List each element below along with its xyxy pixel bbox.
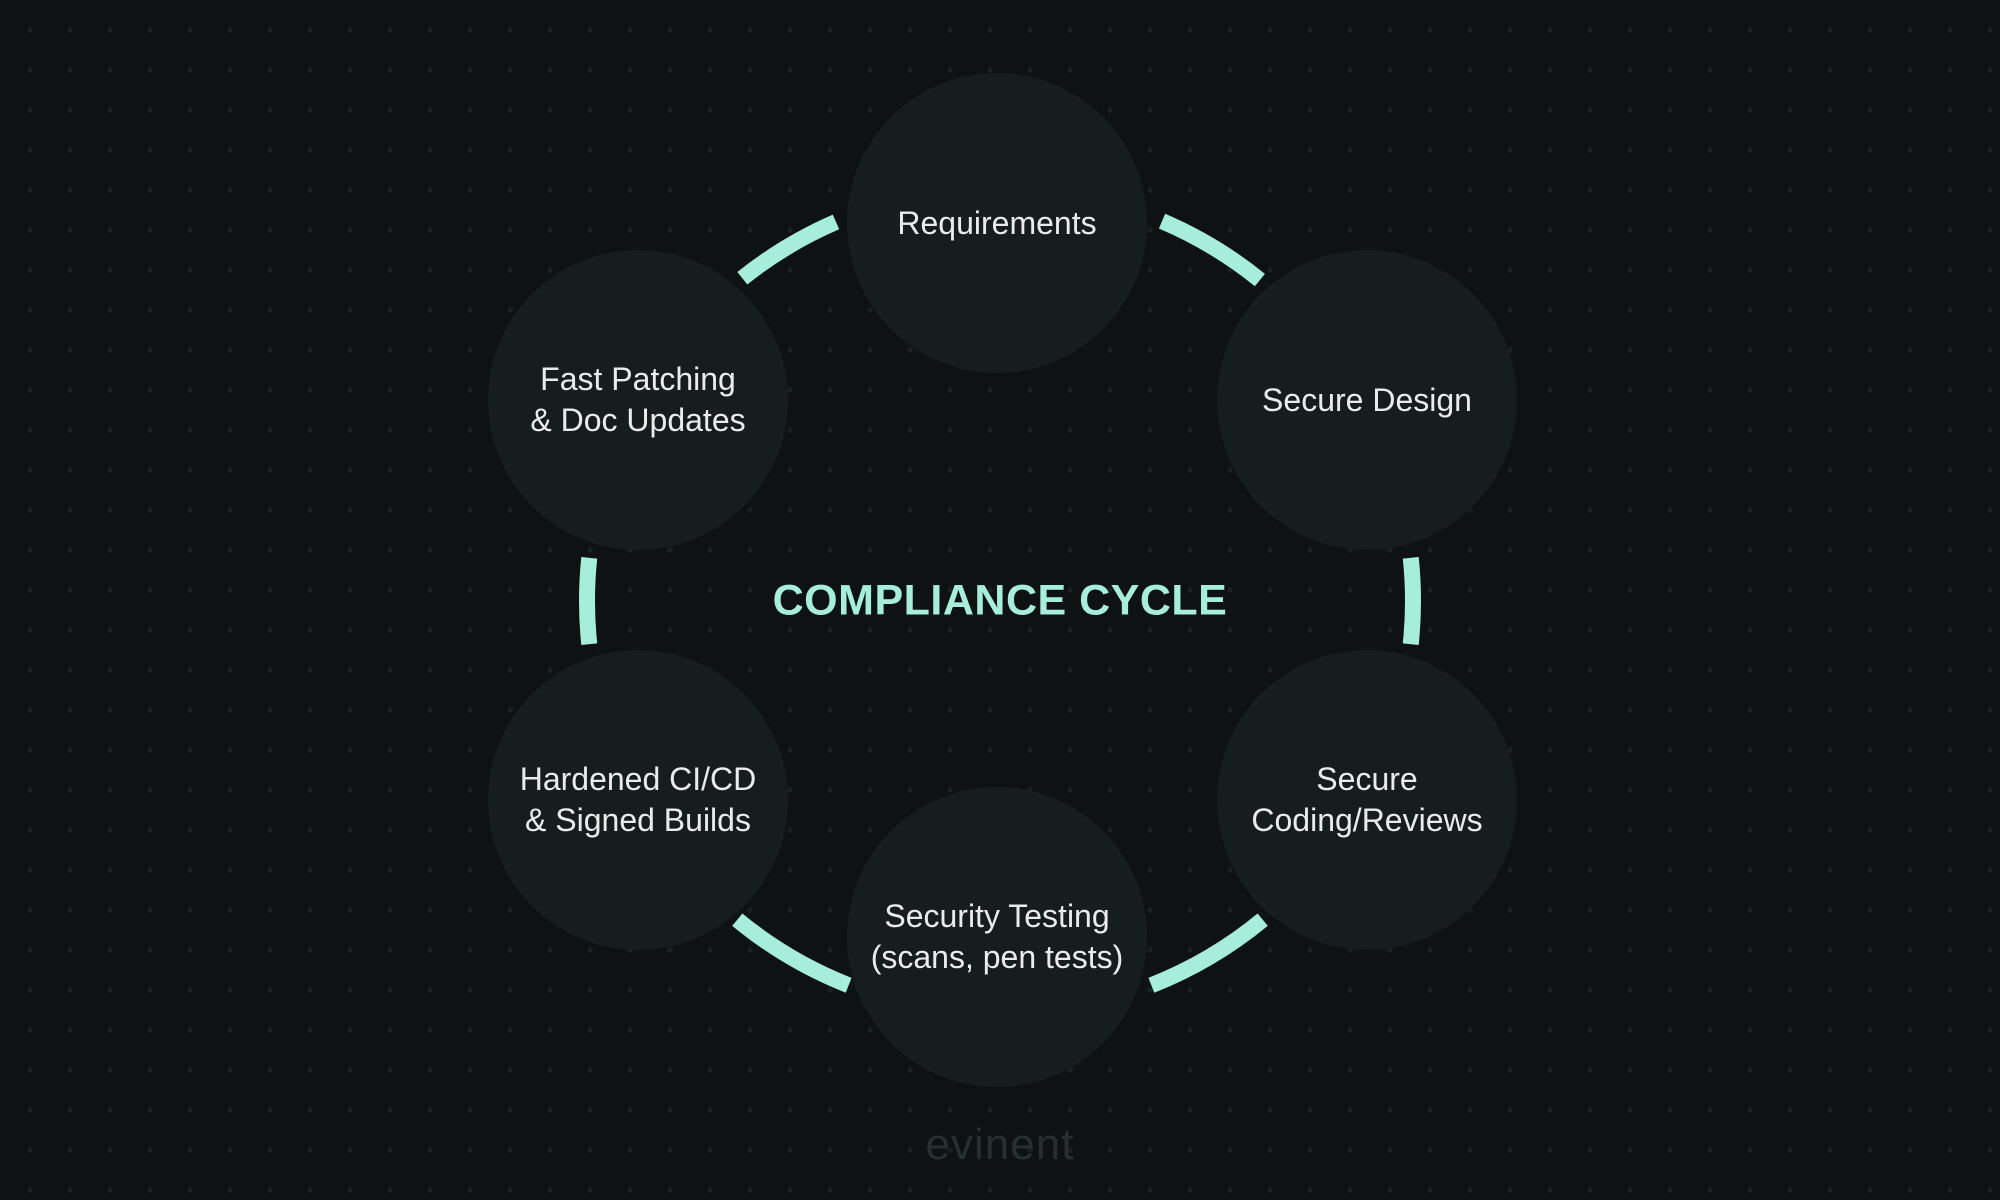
stage-fast-patching: Fast Patching & Doc Updates <box>488 250 788 550</box>
diagram-title: COMPLIANCE CYCLE <box>772 576 1228 625</box>
stage-security-testing: Security Testing (scans, pen tests) <box>847 787 1147 1087</box>
stage-hardened-cicd: Hardened CI/CD & Signed Builds <box>488 650 788 950</box>
arc-testing-to-cicd <box>732 913 852 993</box>
stage-secure-coding: Secure Coding/Reviews <box>1217 650 1517 950</box>
arc-patching-to-requirements <box>737 214 840 285</box>
stage-label: Fast Patching & Doc Updates <box>530 361 746 438</box>
arc-coding-to-testing <box>1148 913 1268 993</box>
stage-label: Security Testing (scans, pen tests) <box>870 898 1124 975</box>
stage-requirements: Requirements <box>847 73 1147 373</box>
stage-secure-design: Secure Design <box>1217 250 1517 550</box>
stage-label: Secure Coding/Reviews <box>1251 761 1483 838</box>
stage-label: Hardened CI/CD & Signed Builds <box>519 761 757 838</box>
stage-label: Secure Design <box>1262 381 1472 418</box>
evinent-logo: evinent <box>925 1120 1075 1169</box>
stage-label: Requirements <box>897 204 1097 241</box>
arc-design-to-coding <box>1402 556 1422 646</box>
arc-requirements-to-design <box>1158 213 1265 287</box>
arc-cicd-to-patching <box>579 556 598 646</box>
